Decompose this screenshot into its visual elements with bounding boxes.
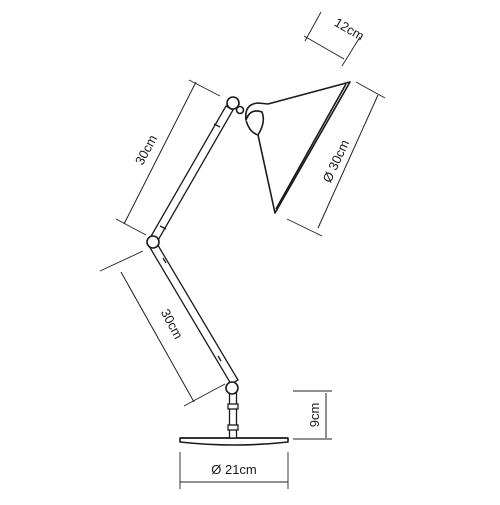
shade-knob — [235, 105, 245, 115]
lamp-stem — [227, 392, 239, 439]
shade-diameter-label: Ø 30cm — [320, 137, 353, 185]
shade-joint — [226, 96, 240, 110]
shade-depth-dimension — [303, 11, 361, 67]
base-diameter-dimension — [179, 452, 289, 489]
stem-joint — [225, 381, 239, 395]
elbow-joint — [146, 235, 160, 249]
base-height-label: 9cm — [307, 403, 322, 428]
lower-arm-label: 30cm — [158, 306, 186, 341]
shade-diameter-dimension — [286, 81, 386, 237]
lamp-shade — [244, 81, 351, 214]
lamp-base — [179, 437, 289, 446]
lamp-upper-arm — [149, 105, 234, 243]
lower-arm-dimension — [99, 250, 226, 407]
shade-depth-label: 12cm — [332, 15, 367, 44]
upper-arm-dimension — [115, 79, 221, 236]
lamp-illustration — [146, 81, 351, 446]
base-diameter-label: Ø 21cm — [211, 462, 257, 477]
base-height-dimension — [293, 390, 332, 440]
